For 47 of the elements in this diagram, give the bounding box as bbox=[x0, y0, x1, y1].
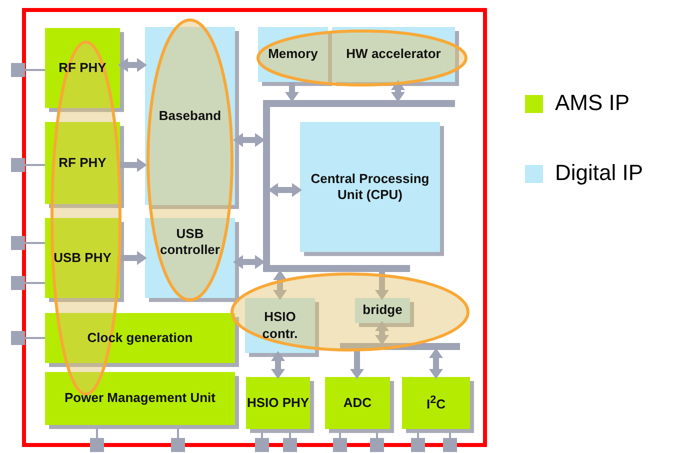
block-label: RF PHY bbox=[58, 60, 106, 76]
block-label: Baseband bbox=[158, 108, 222, 124]
arrow bbox=[120, 251, 147, 265]
arrow bbox=[350, 350, 364, 379]
block-label: Central Processing Unit (CPU) bbox=[310, 170, 430, 204]
block-label: Memory bbox=[268, 46, 318, 63]
arrow bbox=[120, 158, 147, 172]
digital-block bbox=[145, 218, 235, 298]
arrow bbox=[375, 272, 389, 300]
ams-block bbox=[246, 377, 310, 429]
arrow bbox=[391, 80, 405, 102]
arrow bbox=[429, 348, 443, 379]
arrow bbox=[285, 82, 299, 102]
digital-block bbox=[145, 27, 235, 205]
block-label: Clock generation bbox=[87, 330, 193, 346]
digital-block bbox=[355, 298, 410, 323]
arrow bbox=[233, 133, 265, 147]
block-label: HW accelerator bbox=[346, 46, 441, 63]
ams-block bbox=[45, 218, 120, 298]
ams-block bbox=[45, 122, 120, 204]
peripheral-bus bbox=[340, 343, 460, 350]
block-label: Power Management Unit bbox=[64, 390, 216, 407]
system-bus bbox=[263, 100, 455, 272]
ams-block bbox=[45, 28, 120, 108]
digital-block bbox=[245, 298, 315, 353]
digital-block bbox=[258, 27, 328, 82]
block-label: I$^{2}$C bbox=[426, 394, 446, 412]
block-label: HSIO contr. bbox=[261, 309, 299, 342]
arrow bbox=[233, 255, 265, 269]
arrow bbox=[273, 270, 287, 300]
digital-block bbox=[332, 27, 455, 82]
ams-block bbox=[45, 313, 235, 363]
ams-block bbox=[45, 372, 235, 425]
arrow bbox=[375, 321, 389, 345]
block-label: HSIO PHY bbox=[246, 394, 310, 412]
ams-block bbox=[402, 377, 470, 429]
arrow bbox=[118, 58, 147, 72]
block-label: USB PHY bbox=[54, 250, 112, 266]
ams-block bbox=[325, 377, 390, 429]
block-label: RF PHY bbox=[58, 154, 106, 172]
block-label: bridge bbox=[362, 302, 402, 319]
block-label: ADC bbox=[343, 394, 372, 412]
block-label: USB controller bbox=[159, 226, 221, 258]
arrow bbox=[271, 351, 285, 379]
legend-label: AMS IP bbox=[555, 90, 630, 116]
legend-label: Digital IP bbox=[555, 160, 644, 186]
arrow bbox=[268, 183, 302, 197]
